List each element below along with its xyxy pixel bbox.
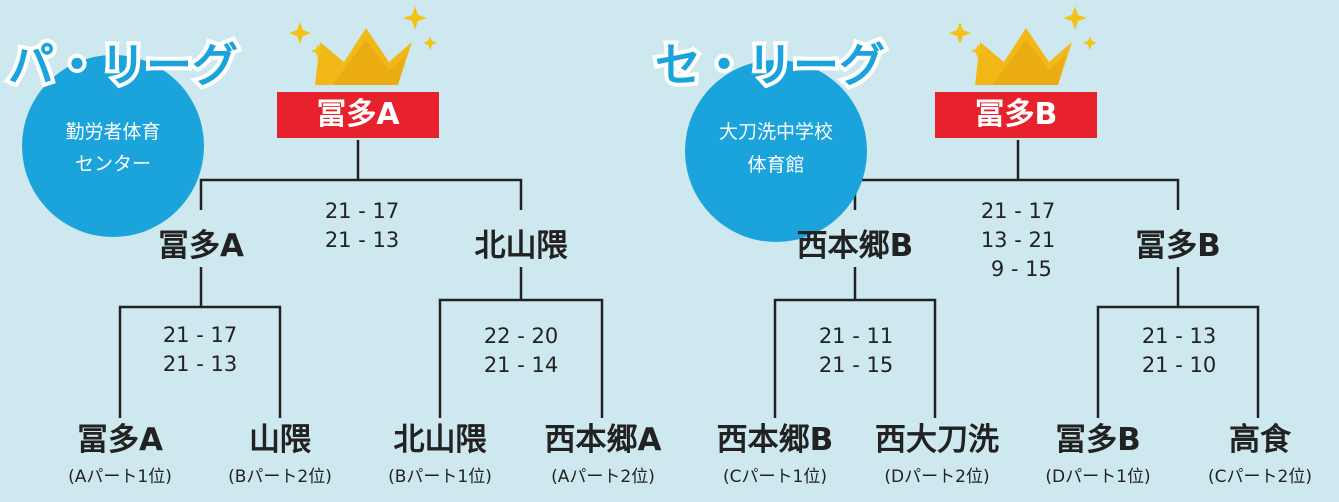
venue-badge: 大刀洗中学校 体育館 xyxy=(685,60,867,242)
venue-line: センター xyxy=(74,153,151,175)
finalist-team: 冨多B xyxy=(1135,228,1221,264)
finalist-team: 冨多A xyxy=(158,228,244,264)
team-name: 北山隈 xyxy=(393,422,487,458)
crown-icon xyxy=(315,28,412,85)
team-rank: (Dパート2位) xyxy=(884,467,990,487)
team-rank: (Cパート2位) xyxy=(1208,467,1312,487)
champion-label: 冨多B xyxy=(935,92,1097,138)
venue-line: 大刀洗中学校 xyxy=(718,121,833,143)
sparkle-icon xyxy=(289,6,1097,58)
team-name: 西本郷B xyxy=(716,422,834,458)
team-rank: (Dパート1位) xyxy=(1045,467,1151,487)
venue-badge: 勤労者体育 センター xyxy=(22,55,204,237)
semifinal-score: 21 - 11 21 - 15 xyxy=(818,324,894,377)
team-name: 冨多B xyxy=(1055,422,1141,458)
team-name: 冨多A xyxy=(77,422,163,458)
final-score: 21 - 17 13 - 21 9 - 15 xyxy=(980,199,1056,281)
finalist-team: 西本郷B xyxy=(796,228,914,264)
team-name: 西本郷A xyxy=(544,422,662,458)
semifinal-score: 22 - 20 21 - 14 xyxy=(483,324,559,377)
venue-line: 勤労者体育 xyxy=(65,121,161,143)
league-title: パ・リーグ xyxy=(4,38,242,92)
team-name: 山隈 xyxy=(249,422,311,458)
final-score: 21 - 17 21 - 13 xyxy=(324,199,400,252)
champion-label: 冨多A xyxy=(277,92,439,138)
semifinal-score: 21 - 13 21 - 10 xyxy=(1141,324,1217,377)
team-rank: (Bパート2位) xyxy=(228,467,332,487)
team-rank: (Bパート1位) xyxy=(388,467,492,487)
semifinal-score: 21 - 17 21 - 13 xyxy=(162,323,238,376)
finalist-team: 北山隈 xyxy=(474,228,568,264)
team-rank: (Aパート2位) xyxy=(551,467,655,487)
team-rank: (Cパート1位) xyxy=(723,467,827,487)
team-name: 高食 xyxy=(1229,422,1291,458)
team-name: 西大刀洗 xyxy=(875,422,999,458)
venue-line: 体育館 xyxy=(747,154,805,176)
crown-icon xyxy=(975,28,1072,85)
league-title: セ・リーグ xyxy=(651,38,889,92)
team-rank: (Aパート1位) xyxy=(68,467,172,487)
